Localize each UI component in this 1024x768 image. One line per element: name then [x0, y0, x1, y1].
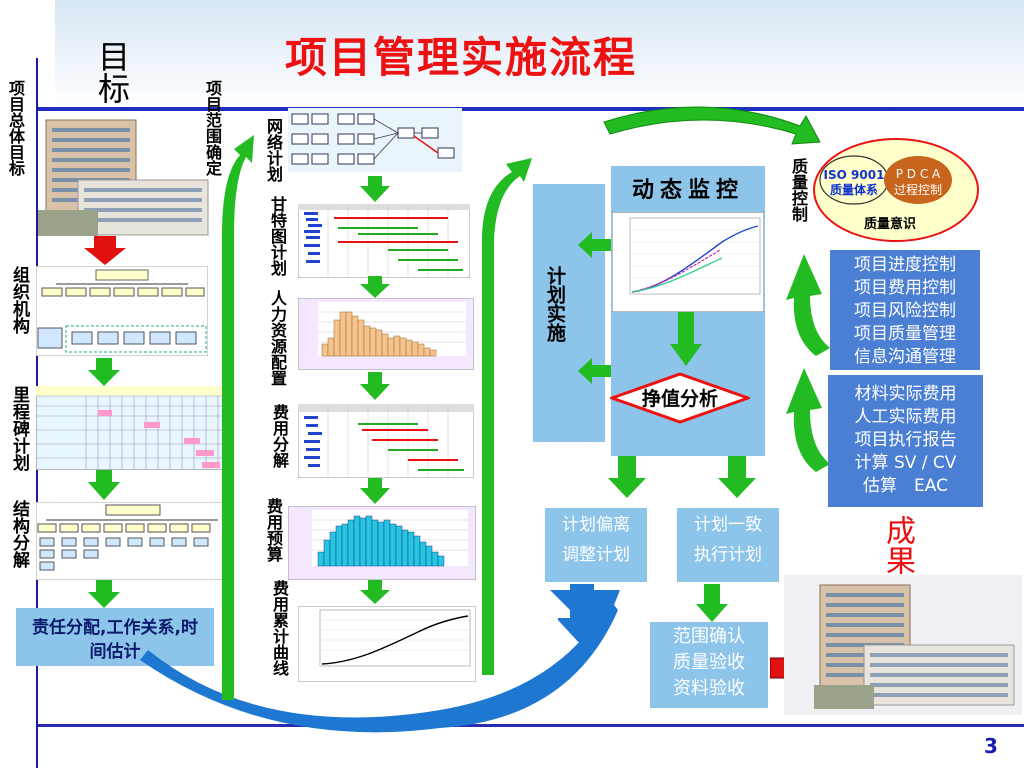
down-arrow-deviation — [608, 456, 646, 498]
control-item: 项目质量管理 — [854, 324, 956, 344]
header-band — [55, 0, 1024, 108]
control-item: 项目进度控制 — [854, 255, 956, 275]
down-arrow-consistent — [718, 456, 756, 498]
pdca-label: P D C A 过程控制 — [884, 166, 952, 198]
monitor-down-arrow — [670, 312, 702, 366]
curved-arrow-upper — [786, 254, 830, 356]
responsibility-box: 责任分配,工作关系,时间估计 — [16, 608, 214, 666]
monitor-title: 动态监控 — [631, 178, 744, 203]
control-list: 项目进度控制 项目费用控制 项目风险控制 项目质量管理 信息沟通管理 — [830, 250, 980, 370]
consistent-box: 计划一致 执行计划 — [677, 508, 779, 582]
label-milestone: 里程碑计划 — [9, 386, 29, 471]
responsibility-text: 责任分配,工作关系,时间估计 — [32, 618, 198, 662]
monitor-chart — [612, 212, 764, 312]
wbs-chart — [36, 502, 228, 580]
mid-arrow-1 — [360, 176, 390, 202]
deviation-line2: 调整计划 — [562, 545, 630, 565]
green-arrow-1 — [88, 358, 120, 386]
green-up-arrow-mid — [482, 158, 532, 675]
control-item: 信息沟通管理 — [854, 347, 956, 367]
quality-ellipse — [813, 138, 979, 242]
top-curved-arrow — [603, 106, 821, 145]
building-image — [38, 119, 209, 236]
hr-chart — [298, 298, 474, 370]
cost-item: 估算 EAC — [863, 476, 948, 496]
red-down-arrow — [84, 236, 126, 265]
control-item: 项目费用控制 — [854, 278, 956, 298]
label-gantt: 甘特图计划 — [268, 196, 287, 276]
green-arrow-3 — [88, 580, 120, 608]
cumulative-chart — [298, 606, 476, 682]
label-org: 组织机构 — [9, 266, 29, 334]
org-chart — [36, 266, 208, 356]
plan-implement-label: 计划实施 — [544, 266, 566, 342]
label-structure: 结构分解 — [9, 500, 29, 568]
down-arrow-acceptance — [696, 584, 728, 622]
acceptance-box: 范围确认 质量验收 资料验收 — [650, 622, 768, 708]
acceptance-item: 质量验收 — [673, 652, 745, 673]
cost-item: 人工实际费用 — [854, 407, 957, 427]
milestone-table — [36, 386, 228, 470]
iso-line2: 质量体系 — [829, 183, 878, 197]
label-network: 网络计划 — [264, 118, 283, 182]
cost-item: 计算 SV / CV — [854, 453, 957, 473]
green-arrow-2 — [88, 470, 120, 500]
mid-arrow-4 — [360, 478, 390, 504]
scope-confirm-label: 项目范围确定 — [203, 80, 222, 176]
curved-arrow-lower — [786, 368, 830, 472]
network-chart — [288, 108, 462, 172]
page-number: 3 — [984, 734, 998, 758]
label-cost-breakdown: 费用分解 — [270, 404, 289, 468]
left-arrow-2 — [578, 358, 612, 384]
consistent-line2: 执行计划 — [694, 545, 762, 565]
quality-awareness: 质量意识 — [863, 217, 916, 232]
control-item: 项目风险控制 — [854, 301, 956, 321]
left-arrow-1 — [578, 232, 612, 258]
cost-item: 项目执行报告 — [854, 430, 957, 450]
mid-arrow-5 — [360, 580, 390, 604]
page-title: 项目管理实施流程 — [285, 33, 638, 82]
label-overall-goal: 项目总体目标 — [6, 80, 25, 176]
green-up-arrow-left — [222, 135, 254, 700]
result-building-image — [784, 575, 1022, 715]
pdca-line2: 过程控制 — [893, 183, 942, 197]
label-hr: 人力资源配置 — [268, 290, 287, 386]
cost-item: 材料实际费用 — [854, 384, 957, 404]
corner-box — [0, 0, 55, 58]
result-label: 成果 — [880, 515, 915, 575]
acceptance-item: 范围确认 — [673, 626, 745, 647]
mid-arrow-3 — [360, 372, 390, 400]
deviation-line1: 计划偏离 — [562, 515, 630, 535]
footer-divider — [38, 724, 1024, 727]
cost-list: 材料实际费用 人工实际费用 项目执行报告 计算 SV / CV 估算 EAC — [828, 375, 983, 507]
mid-arrow-2 — [360, 276, 390, 298]
plan-implement-box — [533, 184, 605, 442]
earned-value-label: 挣值分析 — [641, 388, 718, 410]
header-divider — [38, 107, 1024, 111]
label-budget: 费用预算 — [264, 498, 283, 562]
pdca-line1: P D C A — [895, 167, 941, 181]
earned-value-diamond — [610, 372, 750, 424]
label-cumulative: 费用累计曲线 — [270, 580, 289, 676]
consistent-line1: 计划一致 — [694, 515, 762, 535]
budget-chart — [288, 506, 476, 580]
iso-label: ISO 9001 质量体系 — [822, 168, 886, 198]
goal-label: 目标 — [93, 40, 131, 104]
quality-control-label: 质量控制 — [789, 158, 808, 222]
blue-down-arrow — [558, 584, 608, 646]
acceptance-item: 资料验收 — [673, 678, 745, 699]
cost-breakdown-chart — [298, 404, 474, 478]
gantt-chart — [298, 204, 470, 278]
deviation-box: 计划偏离 调整计划 — [545, 508, 647, 582]
iso-line1: ISO 9001 — [823, 168, 885, 182]
